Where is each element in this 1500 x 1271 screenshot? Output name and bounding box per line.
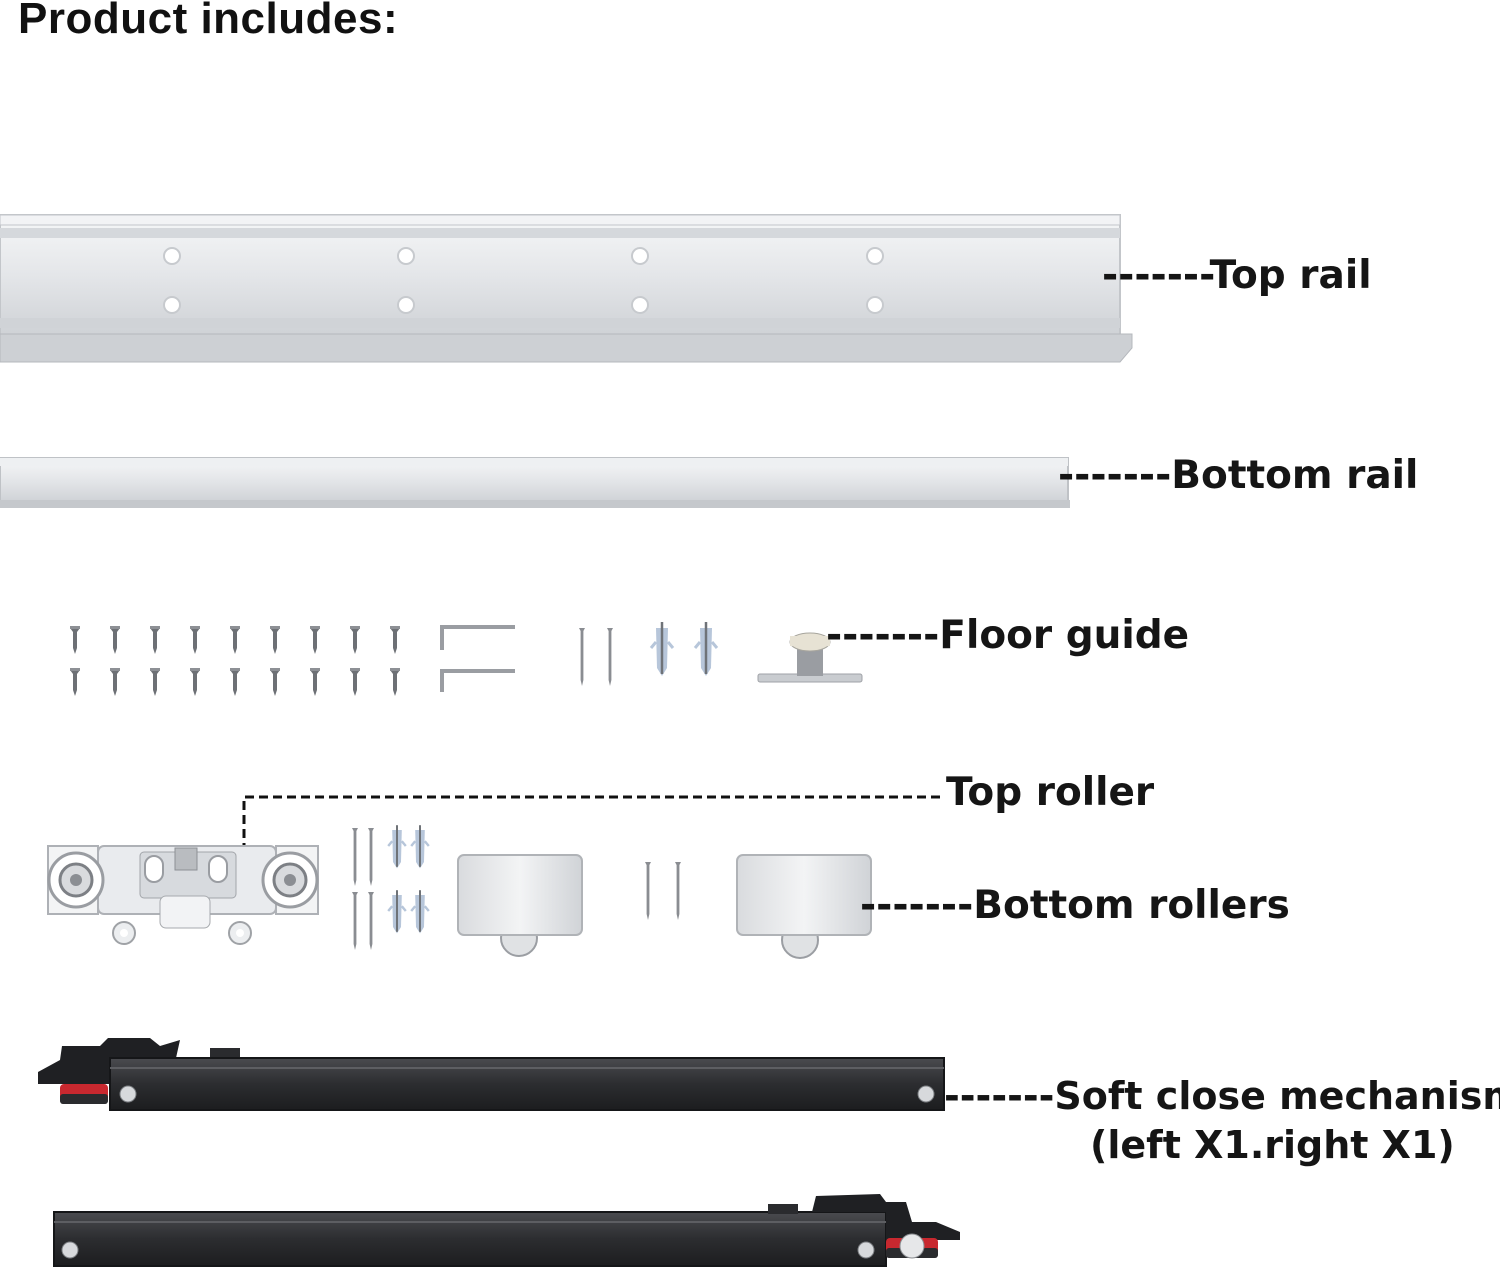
label-floor-guide: -------Floor guide — [826, 613, 1190, 658]
bottom-rail — [0, 457, 1070, 508]
top-rail — [0, 214, 1133, 363]
soft-close-damper-right — [53, 1194, 960, 1267]
label-soft-close: -------Soft close mechanism — [944, 1074, 1500, 1118]
label-top-rail: -------Top rail — [1102, 253, 1372, 298]
bottom-roller-right — [736, 854, 872, 959]
label-top-roller: Top roller — [946, 770, 1155, 815]
screw-icon — [70, 626, 400, 696]
leader-lines — [242, 795, 944, 852]
bottom-roller-left — [457, 854, 583, 957]
wall-anchor-icon — [387, 824, 430, 935]
label-bottom-rail: -------Bottom rail — [1058, 453, 1419, 498]
wall-anchor-icon — [579, 620, 719, 686]
label-soft-close-quantity: (left X1.right X1) — [1090, 1123, 1455, 1167]
hex-key-icon — [440, 625, 515, 692]
page-title: Product includes: — [18, 0, 399, 43]
label-bottom-rollers: -------Bottom rollers — [860, 883, 1290, 928]
roller-icon — [47, 845, 319, 945]
soft-close-damper-left — [38, 1038, 945, 1111]
floor-guide-icon — [757, 632, 863, 683]
